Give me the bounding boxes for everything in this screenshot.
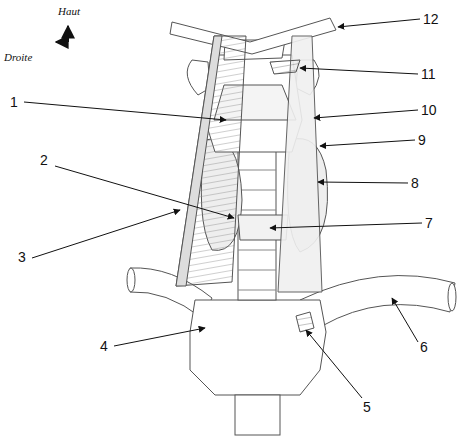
callout-number: 1 <box>10 95 18 109</box>
callout-number: 5 <box>363 400 371 414</box>
callout-number: 11 <box>421 67 436 81</box>
callout-number: 2 <box>40 153 48 167</box>
callout-number: 3 <box>18 250 26 264</box>
callout-number: 12 <box>423 12 439 26</box>
callout-number: 7 <box>425 216 433 230</box>
callout-number: 4 <box>100 339 108 353</box>
callout-number: 9 <box>418 133 426 147</box>
callout-number: 6 <box>420 340 428 354</box>
orientation-label: Droite <box>4 52 32 63</box>
callout-number: 10 <box>421 103 437 117</box>
callout-number: 8 <box>411 176 419 190</box>
orientation-label: Haut <box>58 6 80 17</box>
